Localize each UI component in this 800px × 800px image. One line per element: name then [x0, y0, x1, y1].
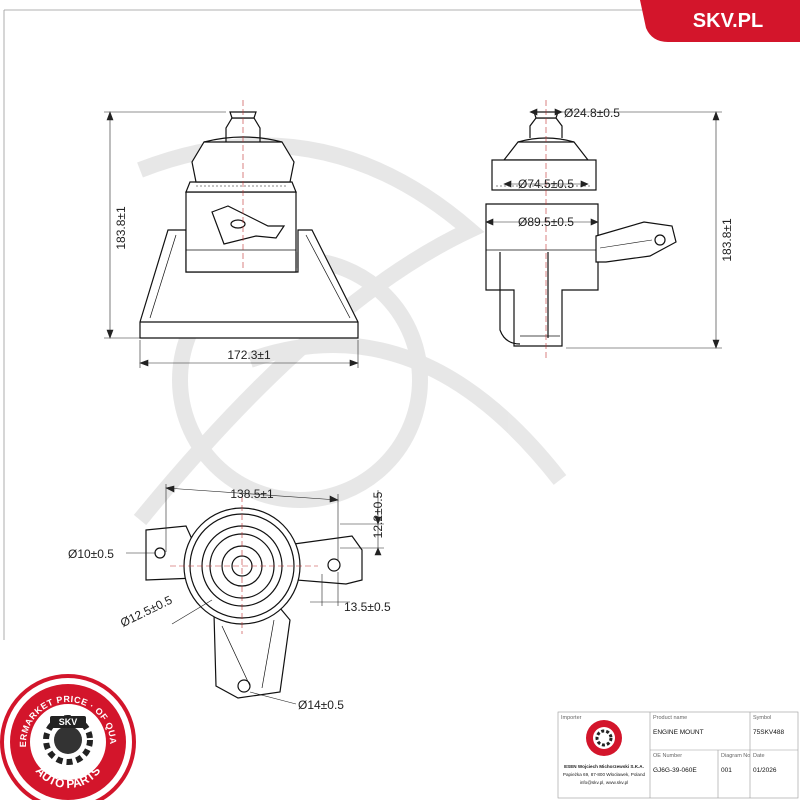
top-offset-label: 12.2±0.5: [371, 491, 385, 538]
diagram-label: Diagram No: [721, 753, 750, 759]
symbol-label: Symbol: [753, 715, 771, 721]
side-height-label: 183.8±1: [720, 218, 734, 262]
importer-gear-icon: [595, 729, 613, 747]
side-dimensions: [485, 108, 722, 349]
side-body-dia-label: Ø89.5±0.5: [518, 215, 574, 229]
top-bottom-hole-label: Ø14±0.5: [298, 698, 344, 712]
top-left-hole-label: Ø10±0.5: [68, 547, 114, 561]
importer-label: Importer: [561, 715, 582, 721]
importer-contact: info@skv.pl, www.skv.pl: [580, 780, 628, 785]
front-dimensions: [104, 111, 359, 368]
seal-center-text: SKV: [59, 717, 78, 727]
top-span-label: 138.5±1: [230, 487, 274, 501]
brand-logo-text: SKV.PL: [693, 10, 763, 32]
quality-seal: AFTERMARKET PRICE · OF QUALITY AUTO PART…: [0, 0, 136, 800]
product-name-label: Product name: [653, 715, 687, 721]
importer-logo: [586, 720, 622, 756]
top-right-offset-label: 13.5±0.5: [344, 600, 391, 614]
top-view: [145, 507, 363, 699]
front-height-label: 183.8±1: [114, 206, 128, 250]
front-width-label: 172.3±1: [227, 348, 271, 362]
top-dimensions: [126, 484, 384, 705]
brand-logo: SKV.PL: [640, 0, 800, 42]
date-label: Date: [753, 753, 765, 759]
product-name: ENGINE MOUNT: [653, 729, 704, 736]
front-view: [139, 111, 359, 339]
oe-number: GJ6G-39-060E: [653, 767, 697, 774]
top-center-dia-label: Ø12.5±0.5: [118, 593, 175, 630]
top-centerlines: [170, 496, 318, 634]
side-mid-dia-label: Ø74.5±0.5: [518, 177, 574, 191]
importer-address: Papieżka 69, 87-800 Włocławek, Poland: [563, 772, 646, 777]
oe-label: OE Number: [653, 753, 682, 759]
diagram-number: 001: [721, 767, 732, 774]
side-view: [485, 111, 677, 347]
importer-company: ESEN Wojciech Michorzewski S.K.A.: [564, 764, 644, 769]
seal-ring-text: AFTERMARKET PRICE · OF QUALITY: [0, 0, 118, 747]
symbol-value: 75SKV488: [753, 729, 784, 736]
side-top-dia-label: Ø24.8±0.5: [564, 106, 620, 120]
date-value: 01/2026: [753, 767, 777, 774]
